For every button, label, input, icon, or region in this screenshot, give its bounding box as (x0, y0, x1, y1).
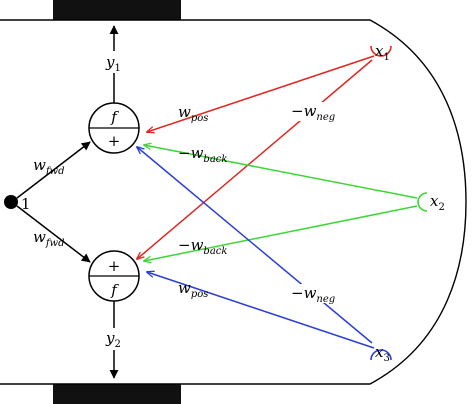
bottom-wheel (53, 384, 181, 404)
sensor-x3: x3 (370, 343, 392, 364)
x1-to-bottom-neuron-line (137, 59, 373, 259)
w-neg-top-label: −wneg (291, 102, 335, 123)
bottom-neuron: + f (88, 250, 140, 302)
x2-to-top-neuron-line (144, 145, 418, 199)
w-fwd-bottom-label: wfwd (33, 228, 65, 249)
x2-to-bottom-neuron-line (144, 205, 418, 261)
bias-to-bottom-neuron-line (16, 205, 91, 263)
w-back-bottom-label: −wback (178, 236, 227, 257)
sensor-x1-label: x1 (375, 42, 390, 63)
w-pos-top-label: wpos (178, 103, 208, 124)
x3-to-bottom-neuron-line (147, 272, 375, 349)
top-neuron: f + (88, 102, 140, 154)
y1-label: y1 (105, 53, 121, 74)
sensor-x3-label: x3 (375, 343, 390, 364)
bias-node (4, 195, 18, 209)
sensor-x2: x2 (417, 192, 445, 213)
bias-to-top-neuron-line (16, 141, 91, 199)
w-back-top-label: −wback (178, 144, 227, 165)
bottom-neuron-function: f (110, 281, 119, 299)
x3-to-top-neuron-line (137, 147, 373, 344)
x1-to-top-neuron-line (147, 55, 375, 132)
vehicle-body-outline (0, 19, 467, 385)
top-neuron-function: f (110, 108, 119, 126)
w-pos-bottom-label: wpos (178, 279, 208, 300)
sensor-x1: x1 (370, 42, 392, 63)
top-wheel (53, 0, 181, 20)
bottom-neuron-sign: + (108, 257, 121, 275)
bias-label: 1 (21, 195, 31, 213)
w-fwd-top-label: wfwd (33, 156, 65, 177)
y2-label: y2 (105, 329, 121, 350)
w-neg-bottom-label: −wneg (291, 284, 335, 305)
sensor-x2-label: x2 (430, 192, 445, 213)
top-neuron-sign: + (108, 132, 121, 150)
